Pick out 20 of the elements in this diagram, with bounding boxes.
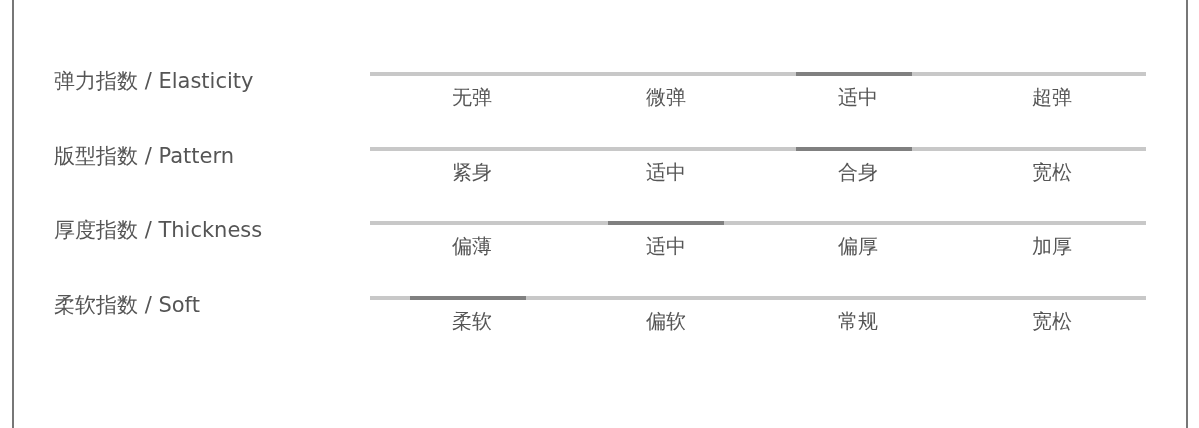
scale-option-label: 无弹 [452, 85, 492, 109]
scale-option-label: 适中 [838, 85, 878, 109]
scale-option-label: 微弹 [646, 85, 686, 109]
scale-option-label: 合身 [838, 160, 878, 184]
scale-option-label: 宽松 [1032, 309, 1072, 333]
scale-option-label: 常规 [838, 309, 878, 333]
scale-option-label: 适中 [646, 234, 686, 258]
scale-option-label: 偏软 [646, 309, 686, 333]
scale-option-label: 柔软 [452, 309, 492, 333]
scale-option-label: 宽松 [1032, 160, 1072, 184]
index-title: 柔软指数 / Soft [54, 292, 200, 318]
index-title: 版型指数 / Pattern [54, 143, 234, 169]
scale-option-label: 紧身 [452, 160, 492, 184]
scale-option-label: 偏薄 [452, 234, 492, 258]
scale-option-label: 加厚 [1032, 234, 1072, 258]
scale-option-label: 适中 [646, 160, 686, 184]
index-title: 厚度指数 / Thickness [54, 217, 263, 243]
index-title: 弹力指数 / Elasticity [54, 68, 254, 94]
scale-option-label: 超弹 [1032, 85, 1072, 109]
scale-option-label: 偏厚 [838, 234, 878, 258]
